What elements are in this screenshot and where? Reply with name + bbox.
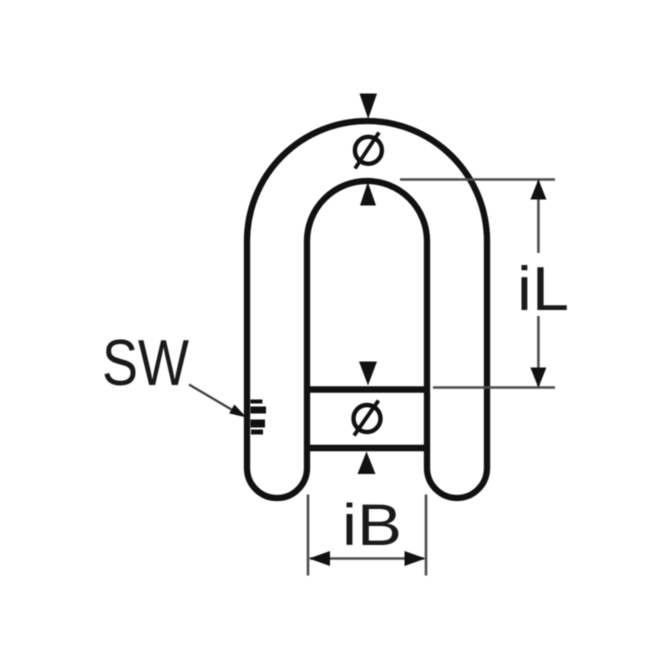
svg-text:iL: iL <box>517 255 569 324</box>
svg-text:iB: iB <box>342 493 402 558</box>
svg-text:SW: SW <box>102 326 190 399</box>
